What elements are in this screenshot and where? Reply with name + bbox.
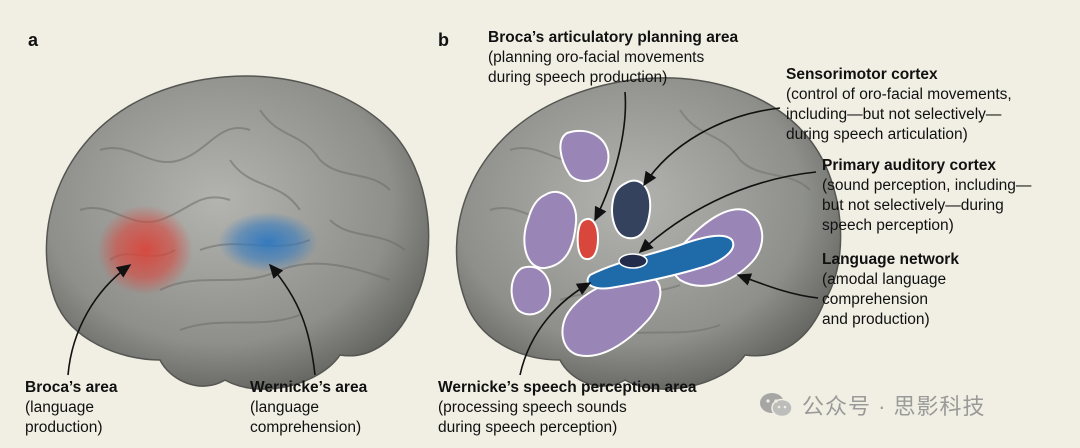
wernicke-perception-region: [586, 234, 735, 290]
language-region-2: [523, 190, 578, 270]
sensorimotor-desc: (control of oro-facial movements, includ…: [786, 86, 1012, 143]
brocas-area-label: Broca’s area (language production): [25, 378, 118, 438]
language-network-label: Language network (amodal language compre…: [822, 250, 959, 330]
watermark: 公众号 · 思影科技: [758, 388, 986, 422]
wernickes-area-label: Wernicke’s area (language comprehension): [250, 378, 367, 438]
auditory-title: Primary auditory cortex: [822, 157, 997, 174]
wechat-icon: [758, 391, 794, 419]
broca-planning-desc: (planning oro-facial movements during sp…: [488, 49, 705, 86]
broca-planning-title: Broca’s articulatory planning area: [488, 29, 739, 46]
auditory-label: Primary auditory cortex (sound perceptio…: [822, 156, 1031, 236]
wernickes-area-title: Wernicke’s area: [250, 379, 368, 396]
auditory-region: [618, 253, 648, 269]
panel-b-letter: b: [438, 30, 449, 50]
wernickes-area-desc: (language comprehension): [250, 399, 362, 436]
auditory-desc: (sound perception, including— but not se…: [822, 177, 1032, 234]
wernicke-perception-title: Wernicke’s speech perception area: [438, 379, 697, 396]
arrows: [67, 91, 819, 376]
brain-a: [45, 75, 430, 390]
arrow-wernickes-area: [268, 263, 316, 376]
arrow-sensorimotor: [643, 107, 781, 187]
sensorimotor-title: Sensorimotor cortex: [786, 66, 938, 83]
language-network-title: Language network: [822, 251, 959, 268]
brocas-area-desc: (language production): [25, 399, 103, 436]
arrow-brocas-area: [67, 264, 132, 376]
arrow-wernicke-perception: [519, 282, 592, 376]
brain-b: [455, 77, 842, 390]
panel-a-letter: a: [28, 30, 39, 50]
arrow-broca-planning: [594, 91, 627, 222]
arrow-auditory: [638, 171, 817, 254]
sensorimotor-label: Sensorimotor cortex (control of oro-faci…: [786, 65, 1012, 145]
language-region-3: [510, 265, 552, 316]
language-network-desc: (amodal language comprehension and produ…: [822, 271, 947, 328]
watermark-text: 公众号 · 思影科技: [802, 394, 986, 419]
language-region-1: [559, 129, 610, 182]
wernicke-perception-label: Wernicke’s speech perception area (proce…: [438, 378, 696, 438]
broca-planning-label: Broca’s articulatory planning area (plan…: [488, 28, 738, 88]
wernicke-perception-desc: (processing speech sounds during speech …: [438, 399, 627, 436]
brocas-area-title: Broca’s area: [25, 379, 118, 396]
sensorimotor-region: [611, 179, 652, 240]
broca-planning-region: [576, 218, 600, 261]
arrow-language-network: [736, 273, 819, 299]
